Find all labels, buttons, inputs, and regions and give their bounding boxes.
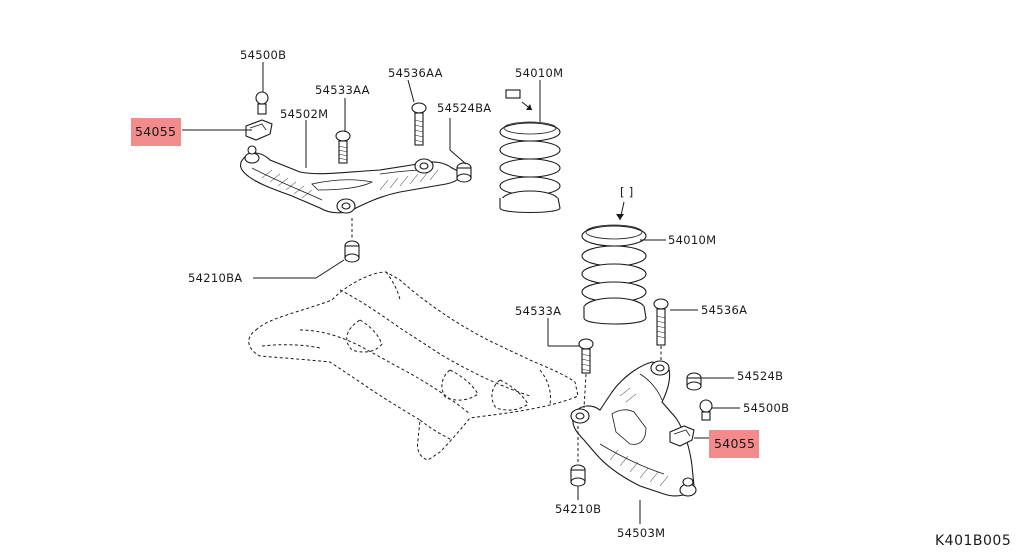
label-54055-lower[interactable]: 54055: [714, 436, 755, 451]
upper-bolt-54533aa[interactable]: [335, 130, 351, 164]
lower-arm-assembly: [570, 298, 713, 497]
lower-coil-spring[interactable]: [581, 224, 647, 325]
view-marker-box: [505, 89, 521, 99]
label-54502m[interactable]: 54502M: [280, 107, 328, 121]
lower-long-bolt-54536a[interactable]: [653, 298, 669, 346]
upper-bushing-54524ba[interactable]: [456, 162, 472, 183]
label-54010m-lower[interactable]: 54010M: [668, 233, 716, 247]
label-54500b-upper[interactable]: 54500B: [240, 48, 286, 62]
label-54210ba[interactable]: 54210BA: [188, 271, 242, 285]
label-54536aa[interactable]: 54536AA: [388, 66, 443, 80]
label-54500b-lower[interactable]: 54500B: [743, 401, 789, 415]
upper-long-bolt-54536aa[interactable]: [411, 102, 427, 146]
highlight-box-lower: [709, 430, 759, 458]
leader-lines: [182, 62, 740, 524]
upper-arm-assembly: [239, 91, 472, 263]
lower-ball-joint-bracket[interactable]: [669, 425, 695, 447]
lower-bracket-bolt-54500b[interactable]: [699, 399, 713, 421]
subframe: [248, 271, 579, 461]
label-54503m[interactable]: 54503M: [617, 526, 665, 540]
upper-nut-54210ba[interactable]: [344, 240, 360, 263]
upper-control-arm[interactable]: [239, 152, 461, 214]
label-54536a[interactable]: 54536A: [701, 303, 747, 317]
view-marker-bracket: [ ]: [620, 185, 634, 199]
upper-ball-joint-bracket[interactable]: [245, 91, 273, 141]
label-54533aa[interactable]: 54533AA: [315, 83, 370, 97]
lower-bushing-54524b[interactable]: [686, 372, 702, 391]
label-54210b[interactable]: 54210B: [555, 502, 601, 516]
label-54055-upper[interactable]: 54055: [135, 124, 176, 139]
label-54533a[interactable]: 54533A: [515, 304, 561, 318]
reference-code: K401B005: [935, 533, 1011, 549]
label-54524b[interactable]: 54524B: [737, 369, 783, 383]
part-labels: 54500B 54055 54502M 54533AA 54536AA 5452…: [135, 48, 1011, 549]
lower-bolt-54533a[interactable]: [578, 338, 594, 374]
label-54010m-upper[interactable]: 54010M: [515, 66, 563, 80]
highlight-box-upper: [131, 118, 181, 146]
lower-nut-54210b[interactable]: [570, 464, 586, 487]
upper-coil-spring[interactable]: [499, 121, 561, 213]
label-54524ba[interactable]: 54524BA: [437, 101, 491, 115]
